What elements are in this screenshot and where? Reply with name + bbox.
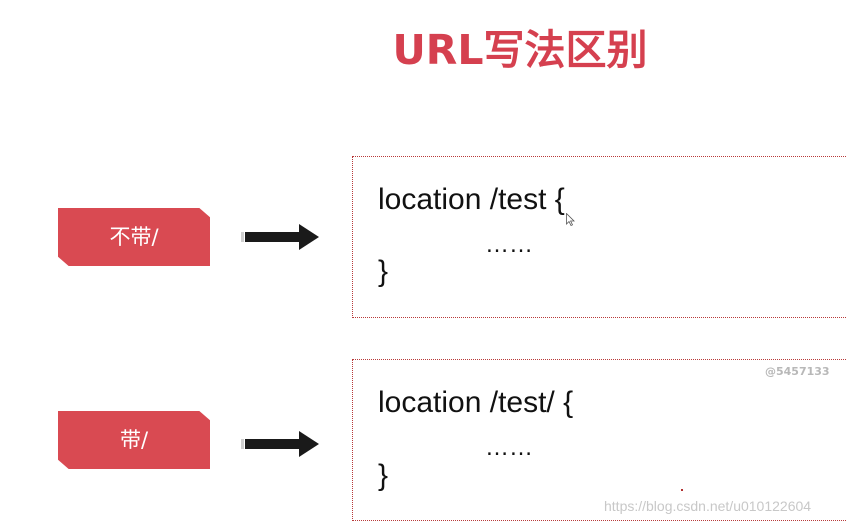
code-line-open: location /test { (378, 183, 565, 216)
label-without-slash: 不带/ (58, 208, 210, 266)
arrow-right-icon (241, 224, 319, 250)
arrow-right-icon (241, 431, 319, 457)
code-line-close: } (378, 255, 389, 288)
mouse-cursor-icon (566, 213, 575, 226)
code-line-close: } (378, 459, 389, 492)
watermark-id: @5457133 (765, 365, 830, 378)
code-line-body: …… (485, 231, 533, 258)
code-line-open: location /test/ { (378, 386, 574, 419)
code-block-with-slash: location /test/ { …… } (352, 359, 846, 521)
slide-title: URL写法区别 (392, 26, 648, 74)
watermark-url: https://blog.csdn.net/u010122604 (604, 498, 812, 514)
code-block-without-slash: location /test { …… } (352, 156, 846, 318)
label-with-slash: 带/ (58, 411, 210, 469)
stray-dot (681, 489, 683, 491)
code-line-body: …… (485, 434, 533, 461)
